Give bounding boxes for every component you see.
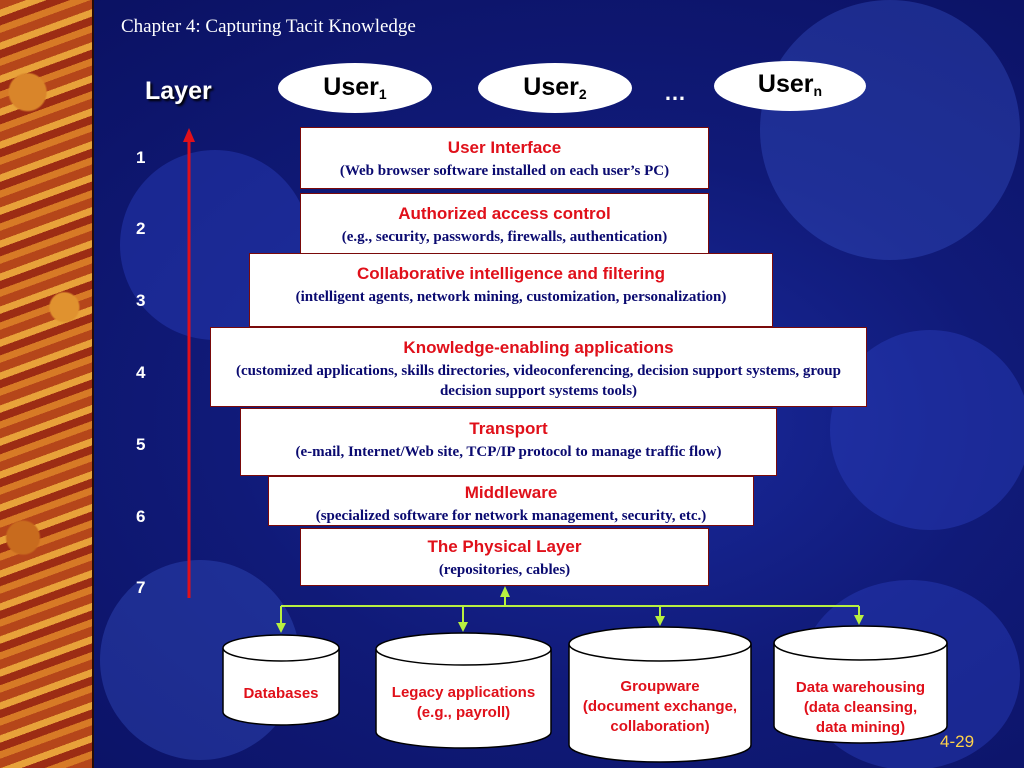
layer-description: (e-mail, Internet/Web site, TCP/IP proto… — [295, 444, 722, 460]
layer-box-user-interface: User Interface (Web browser software ins… — [300, 127, 709, 189]
user-label: User — [757, 70, 814, 98]
layer-box-collaborative-intelligence: Collaborative intelligence and filtering… — [249, 253, 773, 327]
user-label: User — [523, 73, 579, 101]
repository-label: Data warehousing — [795, 679, 926, 696]
repository-databases: Databases — [222, 634, 340, 726]
layer-box-knowledge-enabling-applications: Knowledge-enabling applications (customi… — [210, 327, 867, 407]
layer-description: (e.g., security, passwords, firewalls, a… — [341, 229, 668, 245]
user-n-ellipse: Usern — [714, 61, 866, 111]
user-subscript: 2 — [578, 86, 587, 102]
layer-description: (customized applications, skills directo… — [235, 363, 841, 399]
user-subscript: n — [813, 83, 823, 99]
layer-number-4: 4 — [136, 363, 146, 382]
repository-label: Legacy applications — [391, 684, 536, 701]
repository-label-detail: (data cleansing, — [803, 699, 918, 716]
layer-title: The Physical Layer — [427, 537, 582, 556]
repository-groupware: Groupware (document exchange, collaborat… — [568, 626, 752, 764]
repository-label-detail: data mining) — [815, 719, 906, 736]
repository-legacy-applications: Legacy applications (e.g., payroll) — [375, 632, 552, 750]
gear-icon — [760, 0, 1020, 260]
user-subscript: 1 — [378, 86, 387, 102]
layer-title: Transport — [469, 419, 548, 438]
user-label: User — [323, 73, 379, 101]
repository-label-detail: (e.g., payroll) — [416, 704, 511, 721]
layer-box-middleware: Middleware (specialized software for net… — [268, 476, 754, 526]
chapter-title: Chapter 4: Capturing Tacit Knowledge — [121, 16, 416, 37]
layer-box-access-control: Authorized access control (e.g., securit… — [300, 193, 709, 255]
layer-box-physical-layer: The Physical Layer (repositories, cables… — [300, 528, 709, 586]
page-number: 4-29 — [940, 732, 975, 751]
layer-title: Knowledge-enabling applications — [403, 338, 674, 357]
layer-title: User Interface — [447, 138, 562, 157]
layer-title: Authorized access control — [398, 204, 611, 223]
repository-label: Groupware — [620, 678, 700, 695]
repository-label-detail: collaboration) — [610, 718, 710, 735]
database-cylinder-icon — [375, 632, 552, 749]
layer-number-5: 5 — [136, 435, 146, 454]
database-cylinder-icon — [568, 626, 752, 763]
repository-label: Databases — [243, 685, 319, 702]
user-1-ellipse: User1 — [278, 63, 432, 113]
layer-box-transport: Transport (e-mail, Internet/Web site, TC… — [240, 408, 777, 476]
layer-number-2: 2 — [136, 219, 146, 238]
layer-number-6: 6 — [136, 507, 146, 526]
layer-number-1: 1 — [136, 148, 146, 167]
users-ellipsis: … — [664, 80, 686, 105]
repository-data-warehousing: Data warehousing (data cleansing, data m… — [773, 625, 948, 745]
layer-number-7: 7 — [136, 578, 146, 597]
up-arrow-icon — [183, 128, 195, 598]
database-cylinder-icon — [222, 634, 340, 726]
layer-description: (repositories, cables) — [438, 562, 571, 578]
layer-title: Collaborative intelligence and filtering — [357, 264, 665, 283]
layer-heading: Layer — [145, 77, 212, 105]
layer-number-3: 3 — [136, 291, 146, 310]
repository-label-detail: (document exchange, — [582, 698, 738, 715]
layer-description: (Web browser software installed on each … — [339, 163, 670, 179]
layer-description: (specialized software for network manage… — [315, 508, 707, 524]
user-2-ellipse: User2 — [478, 63, 632, 113]
database-cylinder-icon — [773, 625, 948, 744]
decorative-sidebar — [0, 0, 94, 768]
layer-description: (intelligent agents, network mining, cus… — [295, 289, 727, 305]
layer-title: Middleware — [464, 483, 558, 502]
